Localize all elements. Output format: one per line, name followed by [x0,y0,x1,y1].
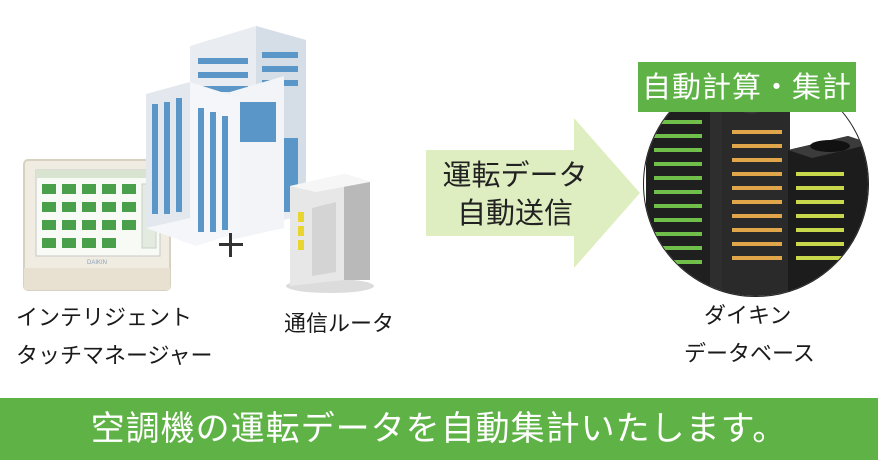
touch-panel-icon: DAIKIN [23,159,171,291]
plus-icon [219,233,243,257]
touch-manager-label-line2: タッチマネージャー [16,344,213,369]
router-icon [286,174,374,293]
router-label: 通信ルータ [284,312,395,337]
database-label-line2: データベース [684,342,815,367]
summary-banner: 空調機の運転データを自動集計いたします。 [0,398,878,460]
touch-manager-label-line1: インテリジェント [16,306,193,331]
database-label-line1: ダイキン [704,304,792,329]
building-icon [146,26,306,246]
device-brand: DAIKIN [87,260,107,266]
arrow-right-icon [426,118,640,268]
arrow-caption-line2: 自動送信 [456,196,573,230]
auto-calc-badge: 自動計算・集計 [638,62,856,112]
arrow-caption-line1: 運転データ [442,158,588,192]
